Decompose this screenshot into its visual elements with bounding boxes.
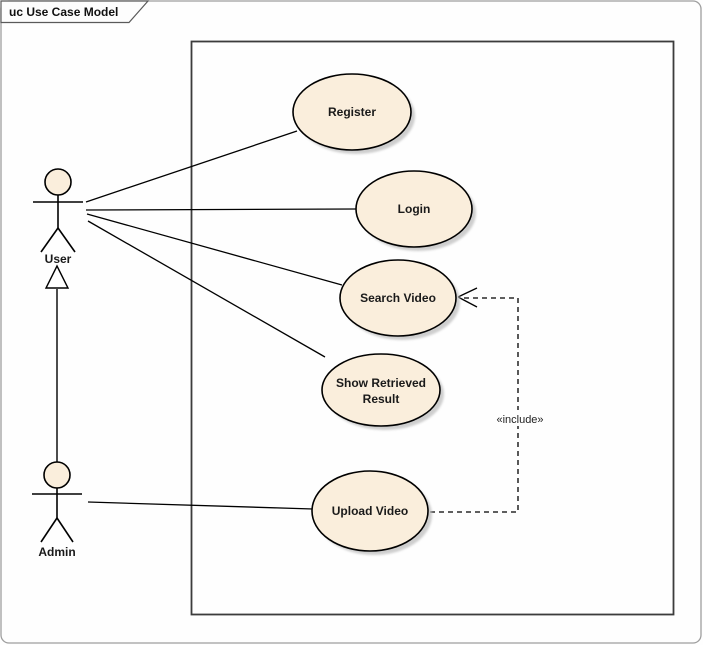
association-user-show-retrieved-result	[87, 220, 326, 358]
include-stereotype-label: «include»	[496, 414, 543, 426]
actor-admin[interactable]: Admin	[32, 461, 82, 559]
include-arrowhead	[457, 287, 478, 308]
association-admin-upload-video	[87, 501, 314, 510]
use-case-upload-video-label: Upload Video	[332, 504, 408, 518]
frame-tab-label: uc Use Case Model	[9, 5, 118, 19]
use-case-search-video[interactable]: Search Video	[339, 259, 460, 340]
associations	[85, 130, 357, 510]
generalization-admin-user	[44, 264, 70, 462]
use-case-show-retrieved-result-label-line2: Result	[363, 392, 400, 406]
use-case-register-label: Register	[328, 105, 376, 119]
actor-user-head	[44, 168, 72, 196]
actor-user[interactable]: User	[33, 168, 83, 266]
use-case-upload-video[interactable]: Upload Video	[311, 470, 432, 555]
use-case-register[interactable]: Register	[292, 73, 415, 154]
generalization-arrowhead	[44, 264, 70, 289]
association-user-login	[85, 208, 357, 211]
use-case-login-label: Login	[398, 202, 431, 216]
actor-user-label: User	[45, 252, 72, 266]
association-user-search-video	[86, 213, 343, 286]
use-case-search-video-label: Search Video	[360, 291, 436, 305]
association-user-register	[85, 130, 298, 203]
include-dependency: «include»	[430, 287, 553, 513]
actor-admin-head	[43, 461, 71, 489]
use-case-login[interactable]: Login	[355, 170, 476, 251]
use-case-show-retrieved-result-label-line1: Show Retrieved	[336, 376, 426, 390]
use-case-show-retrieved-result[interactable]: Show Retrieved Result	[321, 353, 444, 430]
actor-admin-label: Admin	[38, 545, 75, 559]
frame-tab: uc Use Case Model	[0, 0, 150, 24]
